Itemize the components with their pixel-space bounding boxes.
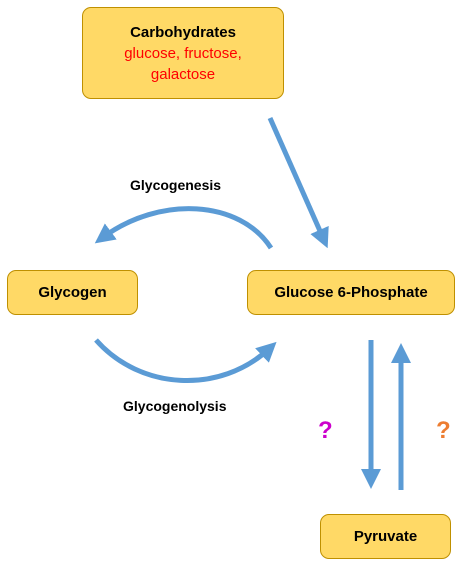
glycogen-box: Glycogen (7, 270, 138, 315)
glycogenolysis-label: Glycogenolysis (123, 398, 227, 414)
glycogen-label: Glycogen (38, 284, 107, 301)
glucose-6-phosphate-label: Glucose 6-Phosphate (274, 284, 428, 301)
arrow-glycogenesis (94, 206, 274, 250)
arrow-carbs-to-g6p (267, 116, 329, 249)
pyruvate-box: Pyruvate (320, 514, 451, 559)
unknown-upward-question-mark: ? (436, 417, 451, 444)
carbohydrates-title: Carbohydrates (130, 23, 236, 41)
carbohydrates-box: Carbohydrates glucose, fructose, galacto… (82, 7, 284, 99)
unknown-downward-question-mark: ? (318, 417, 333, 444)
glycogenesis-label: Glycogenesis (130, 177, 222, 193)
carbohydrates-subtitle-line1: glucose, fructose, (124, 44, 242, 62)
glucose-6-phosphate-box: Glucose 6-Phosphate (247, 270, 455, 315)
carbohydrates-subtitle-line2: galactose (150, 65, 216, 83)
arrow-glycogenolysis (94, 338, 277, 384)
pyruvate-label: Pyruvate (353, 528, 418, 545)
